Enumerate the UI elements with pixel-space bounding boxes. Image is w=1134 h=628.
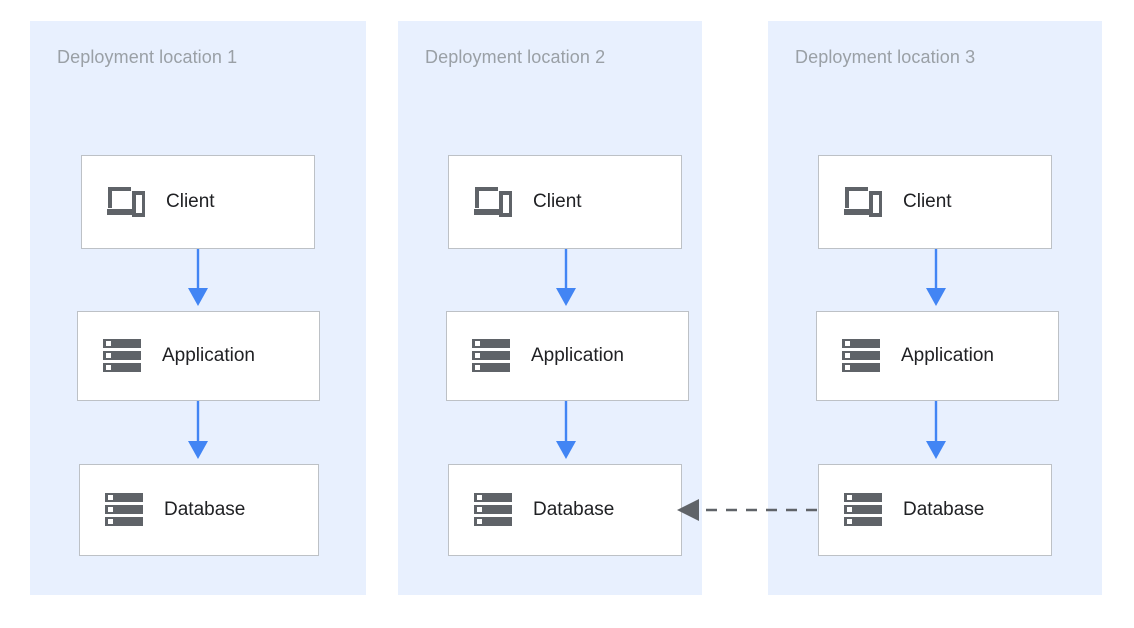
server-icon <box>102 488 146 532</box>
panel-title-2: Deployment location 2 <box>425 47 606 67</box>
node-label-client-2: Client <box>533 191 582 212</box>
devices-icon <box>841 180 885 224</box>
server-icon <box>471 488 515 532</box>
node-application-2[interactable]: Application <box>446 311 689 401</box>
panel-title-1: Deployment location 1 <box>57 47 238 67</box>
node-database-2[interactable]: Database <box>448 464 682 556</box>
node-client-2[interactable]: Client <box>448 155 682 249</box>
server-icon <box>100 334 144 378</box>
node-label-client-3: Client <box>903 191 952 212</box>
devices-icon <box>104 180 148 224</box>
node-label-client-1: Client <box>166 191 215 212</box>
node-label-database-2: Database <box>533 499 615 520</box>
devices-icon <box>471 180 515 224</box>
node-application-1[interactable]: Application <box>77 311 320 401</box>
node-client-1[interactable]: Client <box>81 155 315 249</box>
node-label-application-3: Application <box>901 345 994 366</box>
node-application-3[interactable]: Application <box>816 311 1059 401</box>
node-database-3[interactable]: Database <box>818 464 1052 556</box>
server-icon <box>839 334 883 378</box>
server-icon <box>841 488 885 532</box>
node-client-3[interactable]: Client <box>818 155 1052 249</box>
server-icon <box>469 334 513 378</box>
node-label-application-1: Application <box>162 345 255 366</box>
node-label-application-2: Application <box>531 345 624 366</box>
panel-title-3: Deployment location 3 <box>795 47 976 67</box>
node-label-database-3: Database <box>903 499 985 520</box>
node-label-database-1: Database <box>164 499 246 520</box>
node-database-1[interactable]: Database <box>79 464 319 556</box>
